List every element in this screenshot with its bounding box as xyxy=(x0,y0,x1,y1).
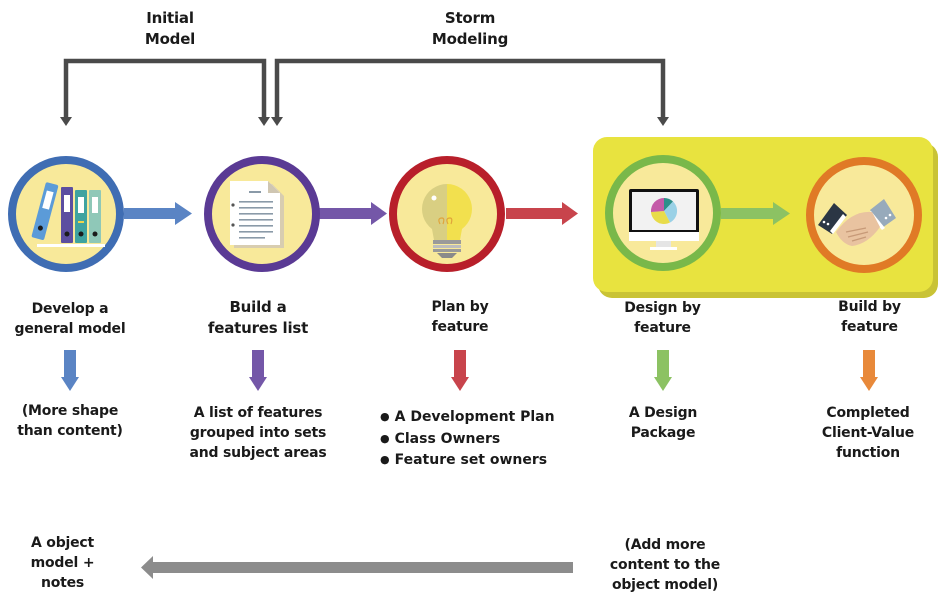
connector-arrow-1-2 xyxy=(124,202,192,225)
monitor-pie-chart-icon xyxy=(629,189,699,250)
step-4-circle xyxy=(605,155,721,271)
connector-arrow-2-3 xyxy=(316,202,387,225)
bottom-left-label: A object model + notes xyxy=(30,535,95,591)
arrowhead-down-icon xyxy=(271,117,283,126)
connector-arrow-4-5 xyxy=(721,202,790,225)
connector-arrow-3-4 xyxy=(506,202,578,225)
step-3-output-item: Feature set owners xyxy=(380,450,555,472)
down-arrow-step-2 xyxy=(249,350,267,391)
step-4-title: Design by feature xyxy=(624,300,701,336)
step-3-output-item: A Development Plan xyxy=(380,407,555,429)
arrowhead-down-icon xyxy=(258,117,270,126)
step-2-title: Build a features list xyxy=(207,298,309,337)
step-5-circle xyxy=(806,157,922,273)
bracket-label-initial-model: Initial Model xyxy=(144,9,196,48)
arrowhead-down-icon xyxy=(657,117,669,126)
bottom-right-label: (Add more content to the object model) xyxy=(609,537,721,593)
step-3-circle xyxy=(389,156,505,272)
step-1-output: (More shape than content) xyxy=(17,403,123,439)
step-1-circle xyxy=(8,156,124,272)
step-3-title: Plan by feature xyxy=(431,299,489,335)
handshake-icon xyxy=(818,199,896,246)
binders-icon xyxy=(31,182,105,247)
feedback-arrow xyxy=(141,556,573,579)
bracket-storm-modeling xyxy=(271,58,669,126)
bracket-label-storm-modeling: Storm Modeling xyxy=(431,9,509,48)
step-5-title: Build by feature xyxy=(838,299,901,335)
step-5-output: Completed Client-Value function xyxy=(821,405,915,461)
down-arrow-step-5 xyxy=(860,350,878,391)
step-3-output-item: Class Owners xyxy=(380,429,555,451)
document-icon xyxy=(230,181,284,248)
down-arrow-step-1 xyxy=(61,350,79,391)
step-4-output: A Design Package xyxy=(628,405,698,441)
down-arrow-step-3 xyxy=(451,350,469,391)
arrowhead-down-icon xyxy=(60,117,72,126)
step-2-output: A list of features grouped into sets and… xyxy=(189,405,327,461)
step-2-circle xyxy=(204,156,320,272)
bracket-initial-model xyxy=(60,58,270,126)
lightbulb-icon xyxy=(421,183,473,258)
step-3-output-list: A Development Plan Class Owners Feature … xyxy=(380,407,555,472)
step-1-title: Develop a general model xyxy=(14,301,126,337)
down-arrow-step-4 xyxy=(654,350,672,391)
